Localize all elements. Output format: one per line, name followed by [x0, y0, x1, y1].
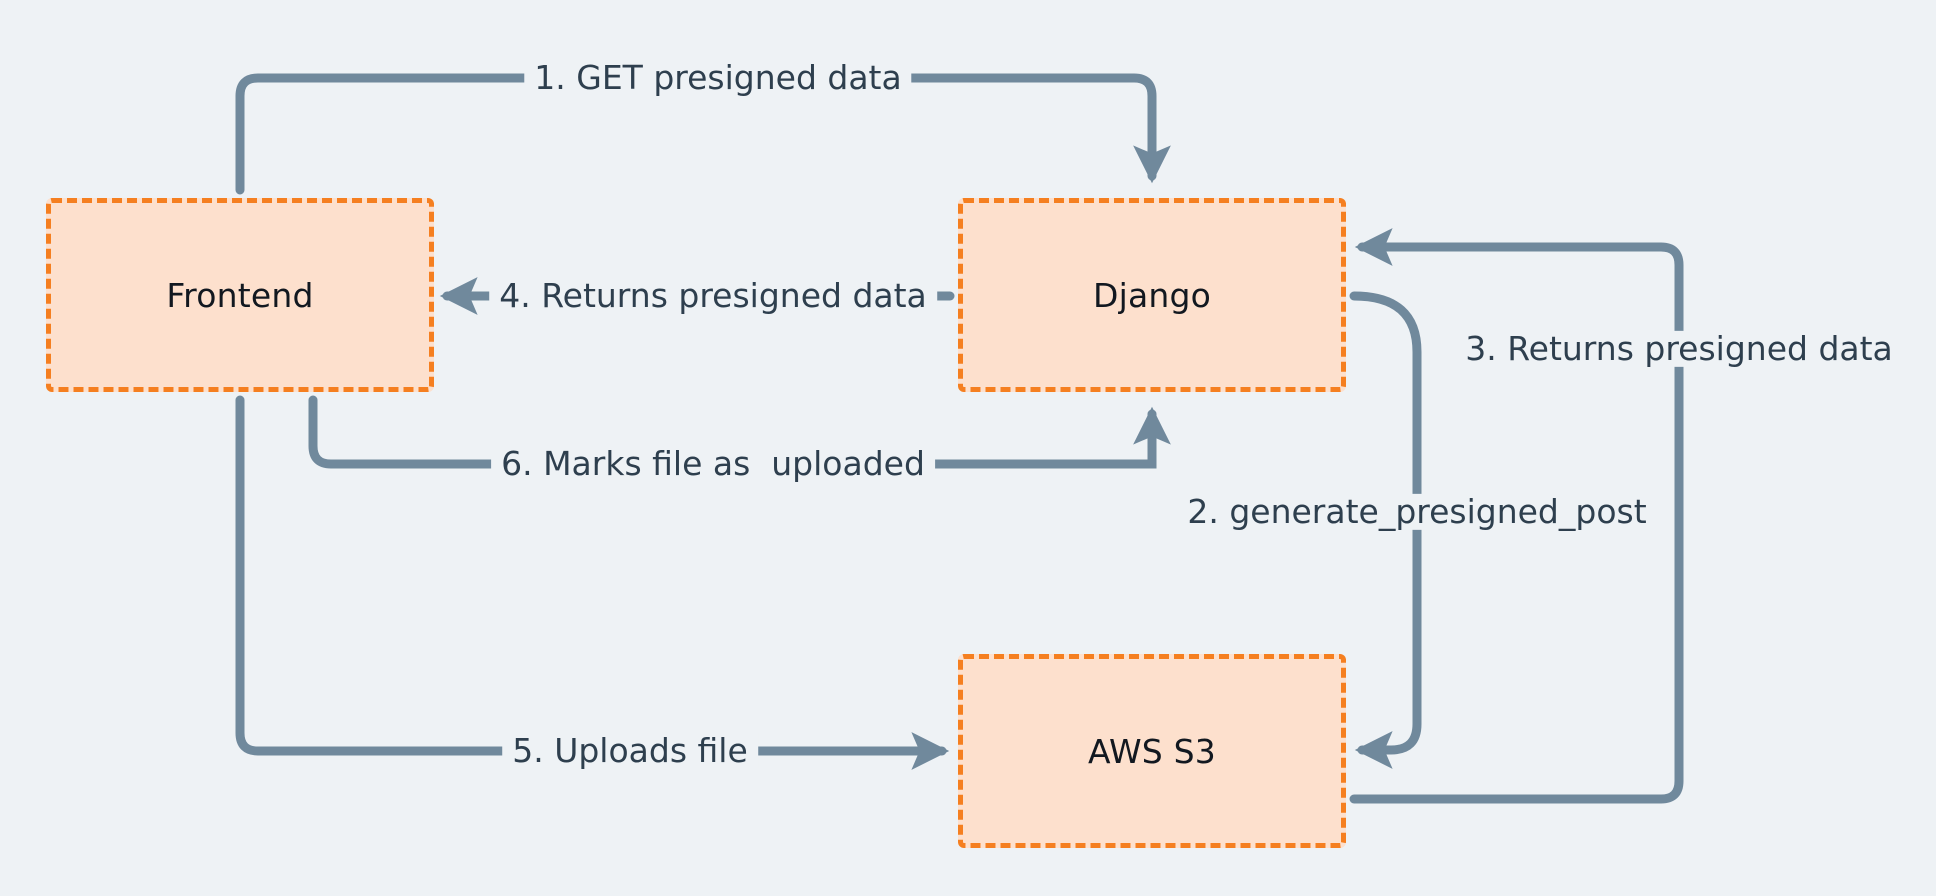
- edge-label-4-returns-presigned-data: 4. Returns presigned data: [489, 277, 937, 315]
- node-aws-s3[interactable]: AWS S3: [958, 654, 1346, 848]
- edge-label-3-returns-presigned-data: 3. Returns presigned data: [1455, 330, 1903, 368]
- node-aws-s3-label: AWS S3: [1088, 731, 1216, 771]
- edge-label-6-marks-file-as-uploaded: 6. Marks file as uploaded: [491, 445, 935, 483]
- node-django[interactable]: Django: [958, 198, 1346, 392]
- edge-path-5: [235, 395, 950, 770]
- edge-label-5-uploads-file: 5. Uploads file: [502, 732, 758, 770]
- edge-label-1-get-presigned-data: 1. GET presigned data: [524, 59, 912, 97]
- edge-path-2: [1349, 291, 1422, 769]
- node-django-label: Django: [1092, 275, 1212, 315]
- edge-path-6: [308, 395, 1171, 469]
- edge-path-3: [1349, 228, 1684, 804]
- node-frontend-label: Frontend: [166, 275, 314, 315]
- edge-label-2-generate-presigned-post: 2. generate_presigned_post: [1177, 493, 1657, 531]
- node-frontend[interactable]: Frontend: [46, 198, 434, 392]
